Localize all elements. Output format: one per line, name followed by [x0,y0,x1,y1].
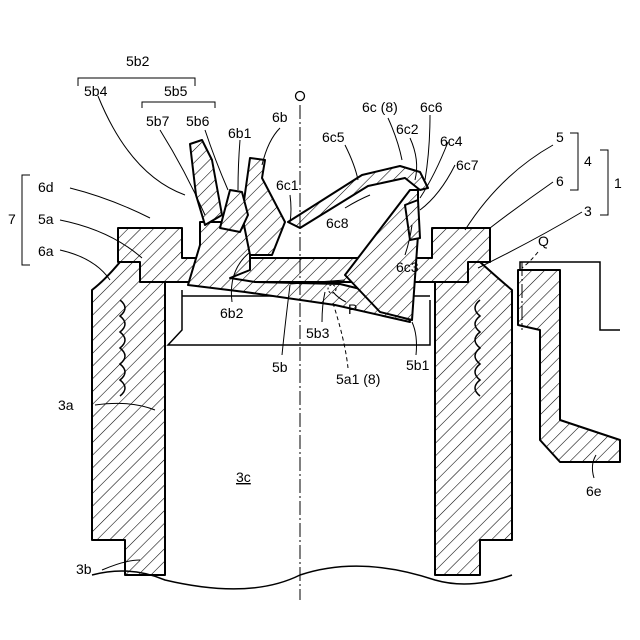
label-6c2: 6c2 [396,121,419,137]
label-P: P [348,301,357,317]
label-6c8top: 6c (8) [362,99,398,115]
lead-6a [60,250,110,280]
label-6: 6 [556,173,564,189]
label-5b3: 5b3 [306,325,330,341]
bracket-5b5 [142,102,215,108]
spout-5b4-fin [190,140,222,225]
label-5: 5 [556,129,564,145]
lead-3 [478,212,582,268]
bracket-1 [600,150,608,215]
label-6c4: 6c4 [440,133,463,149]
lead-6b1 [238,140,240,190]
label-5a18: 5a1 (8) [336,371,380,387]
label-6e: 6e [586,483,602,499]
container-neck-left-wall [92,262,165,575]
label-5b6: 5b6 [186,113,210,129]
label-7: 7 [8,211,16,227]
lead-5b4 [98,96,185,195]
label-6b: 6b [272,109,288,125]
label-6b1: 6b1 [228,125,252,141]
label-5b1: 5b1 [406,357,430,373]
axis-origin-circle [296,92,305,101]
label-3b: 3b [76,561,92,577]
label-3: 3 [584,203,592,219]
label-4: 4 [584,153,592,169]
bracket-7 [22,175,30,265]
bracket-4 [570,133,578,190]
lead-6c5 [345,145,358,180]
label-5b5: 5b5 [164,83,188,99]
lead-6c1 [290,195,291,222]
label-1: 1 [614,175,622,191]
label-6d: 6d [38,179,54,195]
lead-Q [522,252,538,268]
lead-6 [490,182,553,228]
label-6c3: 6c3 [396,259,419,275]
nozzle-6b1 [220,190,248,232]
label-6c1: 6c1 [276,177,299,193]
label-5b2: 5b2 [126,53,150,69]
label-5a: 5a [38,211,54,227]
label-5b: 5b [272,359,288,375]
label-5b7: 5b7 [146,113,170,129]
nozzle-6b [242,158,285,255]
lead-6c6 [425,115,430,180]
label-Q: Q [538,233,549,249]
label-6c7: 6c7 [456,157,479,173]
label-3a: 3a [58,397,74,413]
label-3c: 3c [236,469,251,485]
label-6a: 6a [38,243,54,259]
cap-body-ring [118,228,490,282]
label-6c5: 6c5 [322,129,345,145]
container-neck-right-wall [435,262,512,575]
label-6b2: 6b2 [220,305,244,321]
label-5b4: 5b4 [84,83,108,99]
lead-6d [70,188,150,218]
label-6c8: 6c8 [326,215,349,231]
label-6c6: 6c6 [420,99,443,115]
lid-skirt-right [518,270,620,462]
lead-5b1 [412,322,417,355]
lead-5a18 [332,300,348,368]
